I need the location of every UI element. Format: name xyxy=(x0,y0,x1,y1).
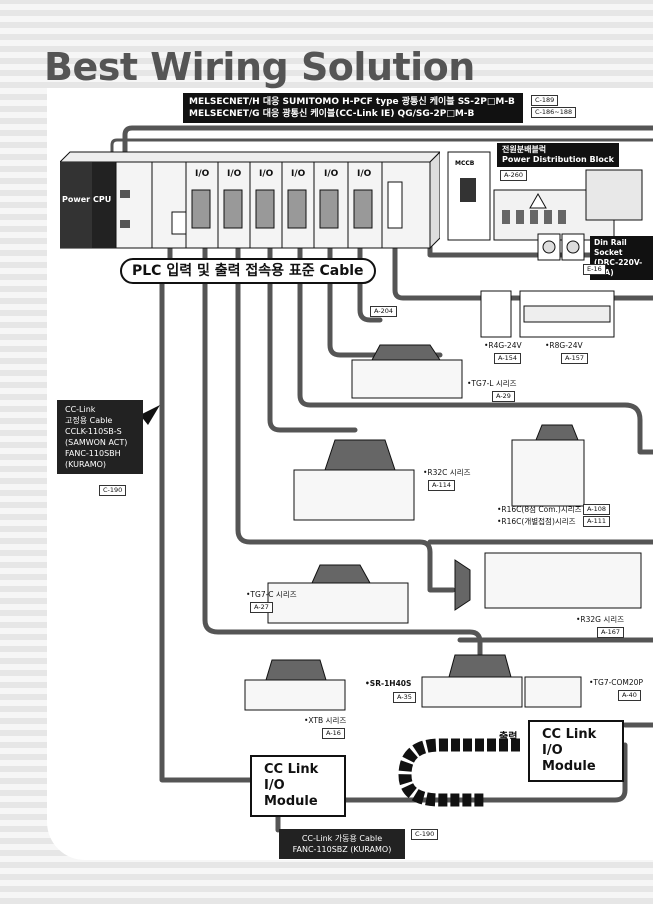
cclink-fixed-line-2: 고정용 Cable xyxy=(65,416,113,425)
cclink-fixed-line-3: CCLK-110SB-S xyxy=(65,427,122,436)
relay-1-name: •R4G-24V xyxy=(484,341,522,350)
cclink-fixed-cable-label: CC-Link 고정용 Cable CCLK-110SB-S (SAMWON A… xyxy=(57,400,143,474)
product-tg7c-name: •TG7-C 시리즈 xyxy=(246,590,297,599)
cclink-link-route xyxy=(287,742,628,803)
right-route-1 xyxy=(502,402,653,455)
product-r32c-ref: A-114 xyxy=(428,480,456,491)
cclink-module-left-line-1: CC Link xyxy=(264,762,319,777)
cclink-move-line-1: CC-Link 가동용 Cable xyxy=(301,834,383,843)
ref-a204: A-204 xyxy=(370,306,398,317)
cclink-move-ref: C-190 xyxy=(411,829,439,840)
io-label-5: I/O xyxy=(324,169,339,179)
drag-chain xyxy=(398,738,520,807)
pdb-title-en: Power Distribution Block xyxy=(502,155,614,164)
product-tg7com20p-ref: A-40 xyxy=(618,690,641,701)
relay-cable xyxy=(392,242,653,301)
relay-1-ref: A-154 xyxy=(494,353,522,364)
product-r32c-name: •R32C 시리즈 xyxy=(423,468,471,477)
optical-cable-label: MELSECNET/H 대응 SUMITOMO H-PCF type 광통신 케… xyxy=(183,93,523,123)
cclink-fixed-line-4: (SAMWON ACT) xyxy=(65,438,128,447)
product-tg7l-ref: A-29 xyxy=(492,391,515,402)
io-cable-4 xyxy=(297,242,508,408)
io-label-3: I/O xyxy=(259,169,274,179)
optical-ref-1: C-189 xyxy=(531,95,559,106)
page-title: Best Wiring Solution xyxy=(44,45,475,89)
cclink-module-left-line-2: I/O Module xyxy=(264,778,318,809)
product-tg7c-ref: A-27 xyxy=(250,602,273,613)
io-cable-5 xyxy=(327,242,443,358)
din-socket-label: Din Rail Socket (DRC-220V-16A) xyxy=(590,236,653,280)
cclink-fixed-line-6: (KURAMO) xyxy=(65,460,107,469)
optical-cable-route xyxy=(122,125,653,203)
io-label-6: I/O xyxy=(357,169,372,179)
power-distribution-block-illustration xyxy=(447,151,643,241)
product-r32g-name: •R32G 시리즈 xyxy=(576,615,625,624)
plc-rack-illustration xyxy=(60,151,440,250)
product-xtb-name: •XTB 시리즈 xyxy=(304,716,347,725)
cclink-move-line-2: FANC-110SBZ (KURAMO) xyxy=(292,845,392,854)
io-cable-3 xyxy=(267,242,358,433)
product-tg7l-name: •TG7-L 시리즈 xyxy=(467,379,517,388)
io-label-4: I/O xyxy=(291,169,306,179)
cclink-fixed-line-5: FANC-110SBH xyxy=(65,449,121,458)
relay-2-ref: A-157 xyxy=(561,353,589,364)
product-sr1h40s-name: •SR-1H40S xyxy=(365,679,412,688)
product-r16c-8-name: •R16C(8점 Com.)시리즈 xyxy=(497,505,582,514)
optical-line-1: MELSECNET/H 대응 SUMITOMO H-PCF type 광통신 케… xyxy=(189,97,515,107)
io-cable-2 xyxy=(235,242,456,593)
io-label-1: I/O xyxy=(195,169,210,179)
relay-modules-illustration xyxy=(480,290,615,338)
io-cable-6 xyxy=(357,242,383,323)
mccb-label: MCCB xyxy=(455,160,475,167)
din-rail-socket-illustration xyxy=(537,233,585,261)
product-xtb-ref: A-16 xyxy=(322,728,345,739)
product-r32g-ref: A-167 xyxy=(597,627,625,638)
io-label-2: I/O xyxy=(227,169,242,179)
product-r16c-ind-name: •R16C(개별접점)시리즈 xyxy=(497,517,576,526)
pdb-ref: A-260 xyxy=(500,170,528,181)
din-socket-ref: E-16 xyxy=(583,264,606,275)
callout-pointer xyxy=(140,405,160,425)
pdb-title-ko: 전원분배블럭 xyxy=(502,145,547,154)
plc-cpu-label: CPU xyxy=(93,195,112,204)
product-r16c-8-ref: A-108 xyxy=(583,504,611,515)
output-label: 출력 xyxy=(499,732,518,743)
cclink-module-right-line-2: I/O Module xyxy=(542,743,596,774)
cclink-module-right: CC Link I/O Module xyxy=(528,720,624,782)
plc-cable-banner: PLC 입력 및 출력 접속용 표준 Cable xyxy=(120,258,376,284)
pdb-label: 전원분배블럭 Power Distribution Block xyxy=(497,143,619,167)
product-tg7com20p-name: •TG7-COM20P xyxy=(589,678,643,687)
product-r16c-ind-ref: A-111 xyxy=(583,516,611,527)
din-socket-name: Din Rail Socket xyxy=(594,238,627,257)
optical-line-2: MELSECNET/G 대응 광통신 케이블(CC-Link IE) QG/SG… xyxy=(189,109,475,119)
cclink-fixed-ref: C-190 xyxy=(99,485,127,496)
plc-power-label: Power xyxy=(62,195,91,204)
cclink-fixed-line-1: CC-Link xyxy=(65,405,96,414)
relay-2-name: •R8G-24V xyxy=(545,341,583,350)
optical-ref-2: C-186~188 xyxy=(531,107,577,118)
product-sr1h40s-ref: A-35 xyxy=(393,692,416,703)
optical-cable-route-2 xyxy=(110,138,653,227)
cclink-module-right-line-1: CC Link xyxy=(542,727,597,742)
cclink-module-left: CC Link I/O Module xyxy=(250,755,346,817)
cclink-move-cable-label: CC-Link 가동용 Cable FANC-110SBZ (KURAMO) xyxy=(279,829,405,859)
